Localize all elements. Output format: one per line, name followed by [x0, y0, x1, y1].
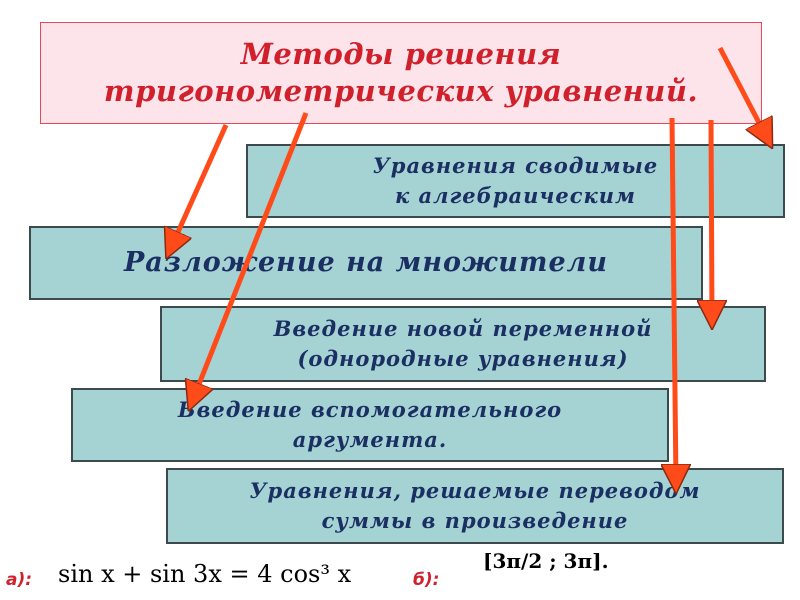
arrow-to-sum-to-product: [672, 117, 676, 484]
method-text: Введение новой переменной: [273, 316, 653, 341]
method-text: (однородные уравнения): [297, 346, 629, 371]
arrow-to-auxiliary-argument: [192, 112, 309, 402]
method-text: к алгебраическим: [394, 183, 636, 208]
equation-text: sin x + sin 3x = 4 cos³ x: [58, 560, 352, 588]
method-text: аргумента.: [292, 427, 448, 452]
example-label-a: а):: [6, 570, 33, 590]
title-line-1: Методы решения: [240, 37, 562, 71]
method-box-new-variable: Введение новой переменной (однородные ур…: [160, 306, 766, 382]
arrow-to-factorization: [170, 123, 229, 250]
method-box-auxiliary-argument: Введение вспомогательного аргумента.: [71, 388, 669, 462]
example-label-b: б):: [413, 570, 440, 590]
method-text: Разложение на множители: [123, 247, 609, 278]
arrow-to-algebraic: [717, 46, 768, 140]
method-text: Уравнения, решаемые переводом: [249, 478, 701, 503]
interval-text: [3π/2 ; 3π].: [483, 548, 609, 573]
arrow-to-new-variable: [711, 119, 712, 320]
method-box-algebraic: Уравнения сводимые к алгебраическим: [246, 144, 785, 218]
method-box-factorization: Разложение на множители: [29, 226, 703, 300]
method-text: суммы в произведение: [321, 508, 629, 533]
title-line-2: тригонометрических уравнений.: [103, 74, 699, 108]
title-box: Методы решения тригонометрических уравне…: [40, 22, 762, 124]
interval-answer: [3π/2 ; 3π].: [483, 541, 639, 580]
method-text: Уравнения сводимые: [372, 153, 659, 178]
method-text: Введение вспомогательного: [177, 397, 563, 422]
example-equation: sin x + sin 3x = 4 cos³ x: [58, 560, 351, 588]
